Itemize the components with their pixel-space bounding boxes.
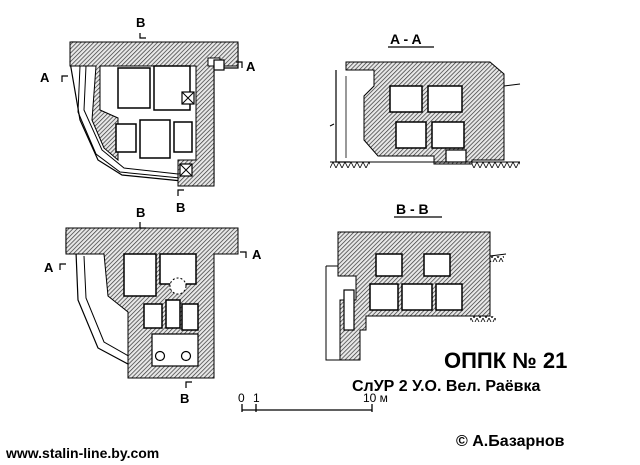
- scale-one: 1: [253, 391, 260, 405]
- section-title-a-a: A - A: [390, 31, 422, 47]
- drawing-title: ОППК № 21: [444, 348, 567, 373]
- section-marker-a-left2: A: [44, 260, 54, 275]
- section-title-b-b: B - B: [396, 201, 429, 217]
- section-marker-b-bottom1: B: [176, 200, 185, 215]
- section-marker-a-left1: A: [40, 70, 50, 85]
- section-b-b: [325, 231, 507, 361]
- section-a-a: [329, 61, 521, 168]
- plan-upper-level: [61, 33, 243, 196]
- scale-zero: 0: [238, 391, 245, 405]
- section-marker-a-right2: A: [252, 247, 262, 262]
- section-marker-b-bottom2: B: [180, 391, 189, 406]
- drawing-subtitle: СлУР 2 У.О. Вел. Раёвка: [352, 378, 540, 395]
- scale-ten: 10 м: [363, 391, 388, 405]
- plan-lower-level: [59, 222, 247, 388]
- section-marker-b-top2: B: [136, 205, 145, 220]
- website-credit: www.stalin-line.by.com: [5, 445, 159, 461]
- section-marker-b-top1: B: [136, 15, 145, 30]
- author-credit: © А.Базарнов: [456, 433, 565, 450]
- scale-bar: [241, 404, 373, 412]
- section-marker-a-right1: A: [246, 59, 256, 74]
